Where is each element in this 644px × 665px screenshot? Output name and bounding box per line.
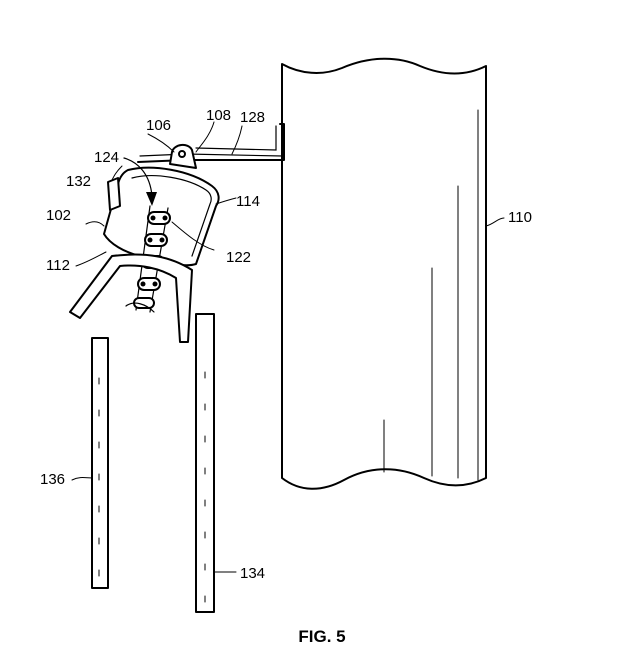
figure-caption: FIG. 5 <box>298 627 345 646</box>
column-110 <box>281 57 487 490</box>
label-132: 132 <box>66 173 91 190</box>
yoke-arms-112 <box>69 253 193 343</box>
leader-lines <box>71 121 505 573</box>
label-122: 122 <box>226 249 251 266</box>
label-106: 106 <box>146 117 171 134</box>
label-112: 112 <box>46 257 70 274</box>
arrow-124 <box>123 157 157 206</box>
label-102: 102 <box>46 207 71 224</box>
side-plate-132 <box>107 177 121 211</box>
label-108: 108 <box>206 107 231 124</box>
hanger-tab-106 <box>169 144 197 169</box>
label-114: 114 <box>236 193 260 210</box>
label-136: 136 <box>40 471 65 488</box>
reference-labels: 102 106 108 128 124 132 114 110 122 112 … <box>40 107 532 582</box>
label-134: 134 <box>240 565 265 582</box>
label-110: 110 <box>508 209 532 226</box>
rail-134 <box>195 313 215 613</box>
label-124: 124 <box>94 149 119 166</box>
rail-136 <box>91 337 109 589</box>
label-128: 128 <box>240 109 265 126</box>
